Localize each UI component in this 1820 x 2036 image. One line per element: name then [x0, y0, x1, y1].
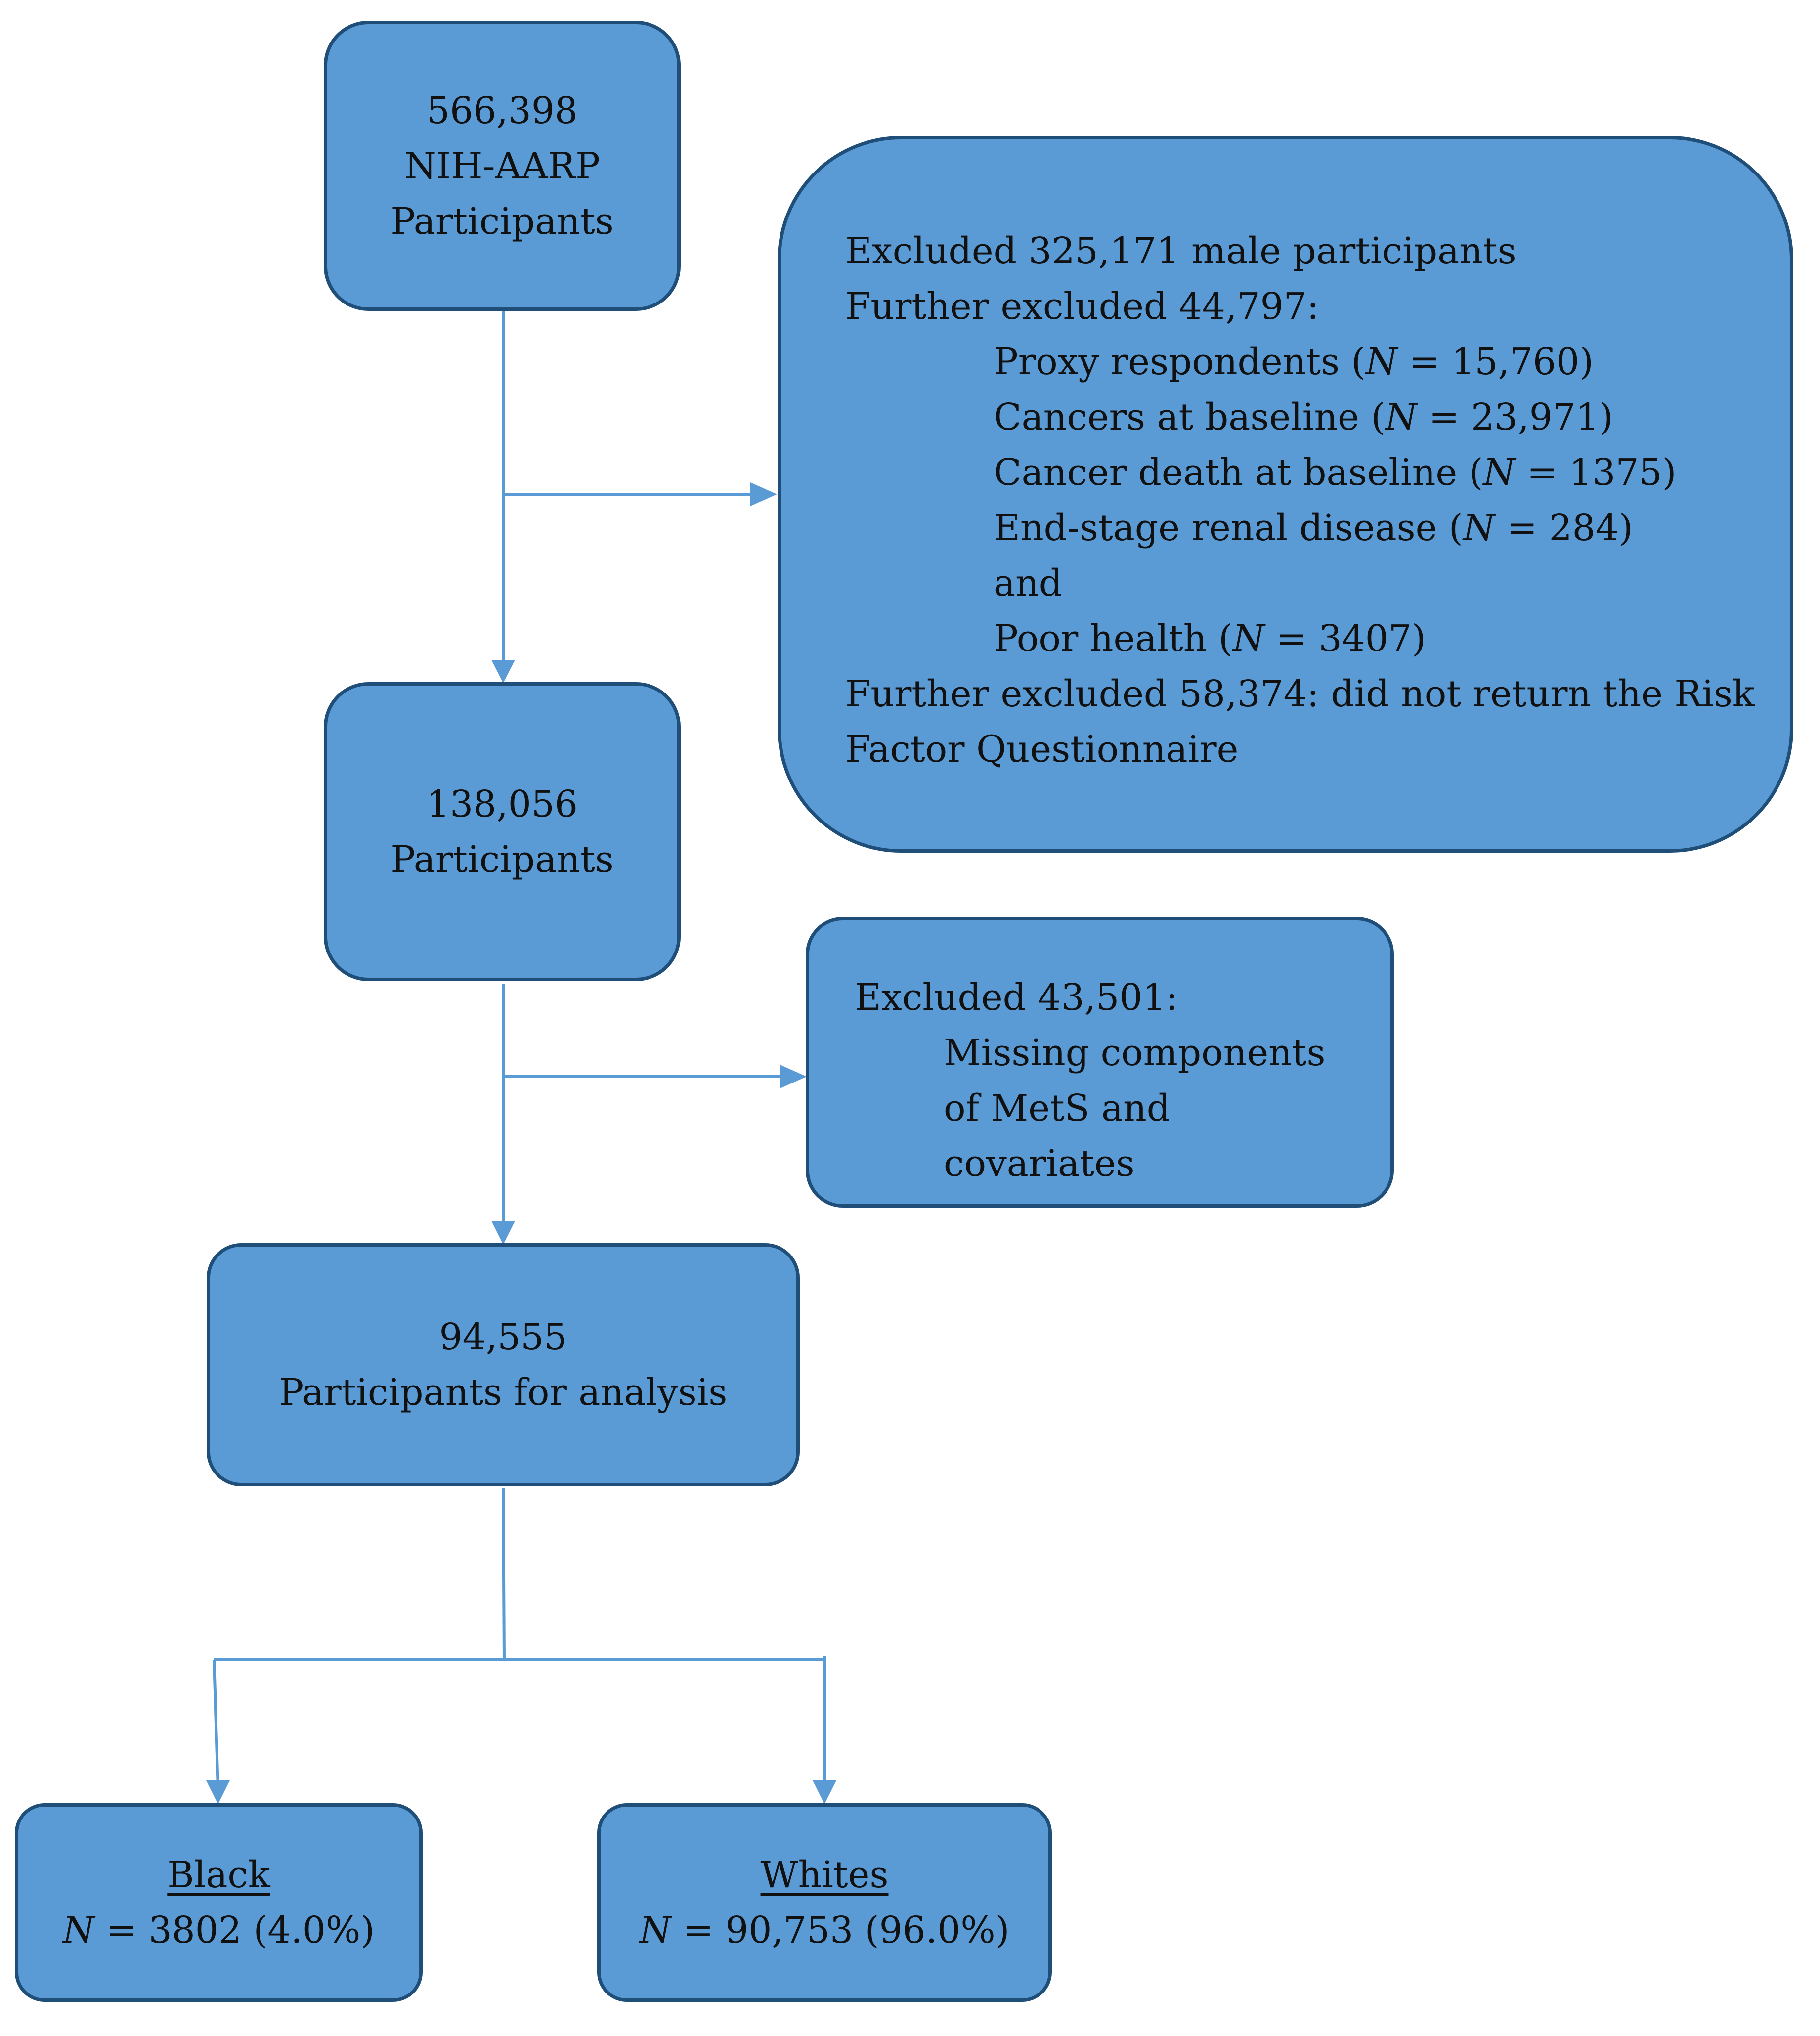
exclusion2-item1: Missing components	[944, 1032, 1326, 1074]
node-exclusion-2: Excluded 43,501: Missing components of M…	[806, 917, 1394, 1208]
exclusion1-line2: Further excluded 44,797:	[845, 285, 1319, 328]
exclusion1-line1: Excluded 325,171 male participants	[845, 230, 1517, 272]
node-black: Black N = 3802 (4.0%)	[15, 1803, 423, 2002]
analysis-count: 94,555	[439, 1316, 567, 1358]
exclusion1-item-cancers: Cancers at baseline (N = 23,971)	[994, 396, 1613, 438]
exclusion1-item-proxy: Proxy respondents (N = 15,760)	[994, 341, 1594, 383]
exclusion1-item-poor-health: Poor health (N = 3407)	[994, 617, 1426, 660]
middle-count: 138,056	[426, 782, 578, 825]
whites-title: Whites	[760, 1854, 889, 1896]
node-exclusion-1: Excluded 325,171 male participants Furth…	[778, 136, 1793, 853]
node-start: 566,398 NIH-AARP Participants	[324, 21, 681, 311]
connector-analysis-split	[502, 1487, 506, 1660]
node-whites: Whites N = 90,753 (96.0%)	[597, 1803, 1052, 2002]
arrowhead-exclusion2	[780, 1065, 807, 1088]
exclusion2-item3: covariates	[944, 1142, 1135, 1185]
arrowhead-middle	[491, 660, 515, 683]
exclusion1-line3b: Factor Questionnaire	[845, 728, 1239, 771]
exclusion1-item-cancer-death: Cancer death at baseline (N = 1375)	[994, 451, 1677, 494]
whites-count: N = 90,753 (96.0%)	[639, 1909, 1010, 1951]
start-count: 566,398	[426, 89, 578, 132]
exclusion2-line1: Excluded 43,501:	[855, 976, 1178, 1019]
arrowhead-exclusion1	[750, 482, 777, 506]
black-count: N = 3802 (4.0%)	[62, 1909, 375, 1951]
start-label-2: Participants	[390, 200, 614, 243]
exclusion1-item-renal: End-stage renal disease (N = 284)	[994, 507, 1633, 549]
exclusion1-line3a: Further excluded 58,374: did not return …	[845, 673, 1755, 715]
black-title: Black	[167, 1854, 270, 1896]
exclusion1-item-and: and	[994, 562, 1063, 605]
connector-split-black	[213, 1659, 219, 1790]
arrowhead-whites	[813, 1780, 836, 1804]
node-middle: 138,056 Participants	[324, 682, 681, 981]
node-analysis: 94,555 Participants for analysis	[207, 1243, 800, 1486]
start-label-1: NIH-AARP	[404, 144, 600, 187]
middle-label: Participants	[390, 838, 614, 881]
arrowhead-black	[206, 1780, 230, 1804]
arrowhead-analysis	[491, 1221, 515, 1245]
exclusion2-item2: of MetS and	[944, 1087, 1170, 1129]
analysis-label: Participants for analysis	[279, 1371, 728, 1414]
